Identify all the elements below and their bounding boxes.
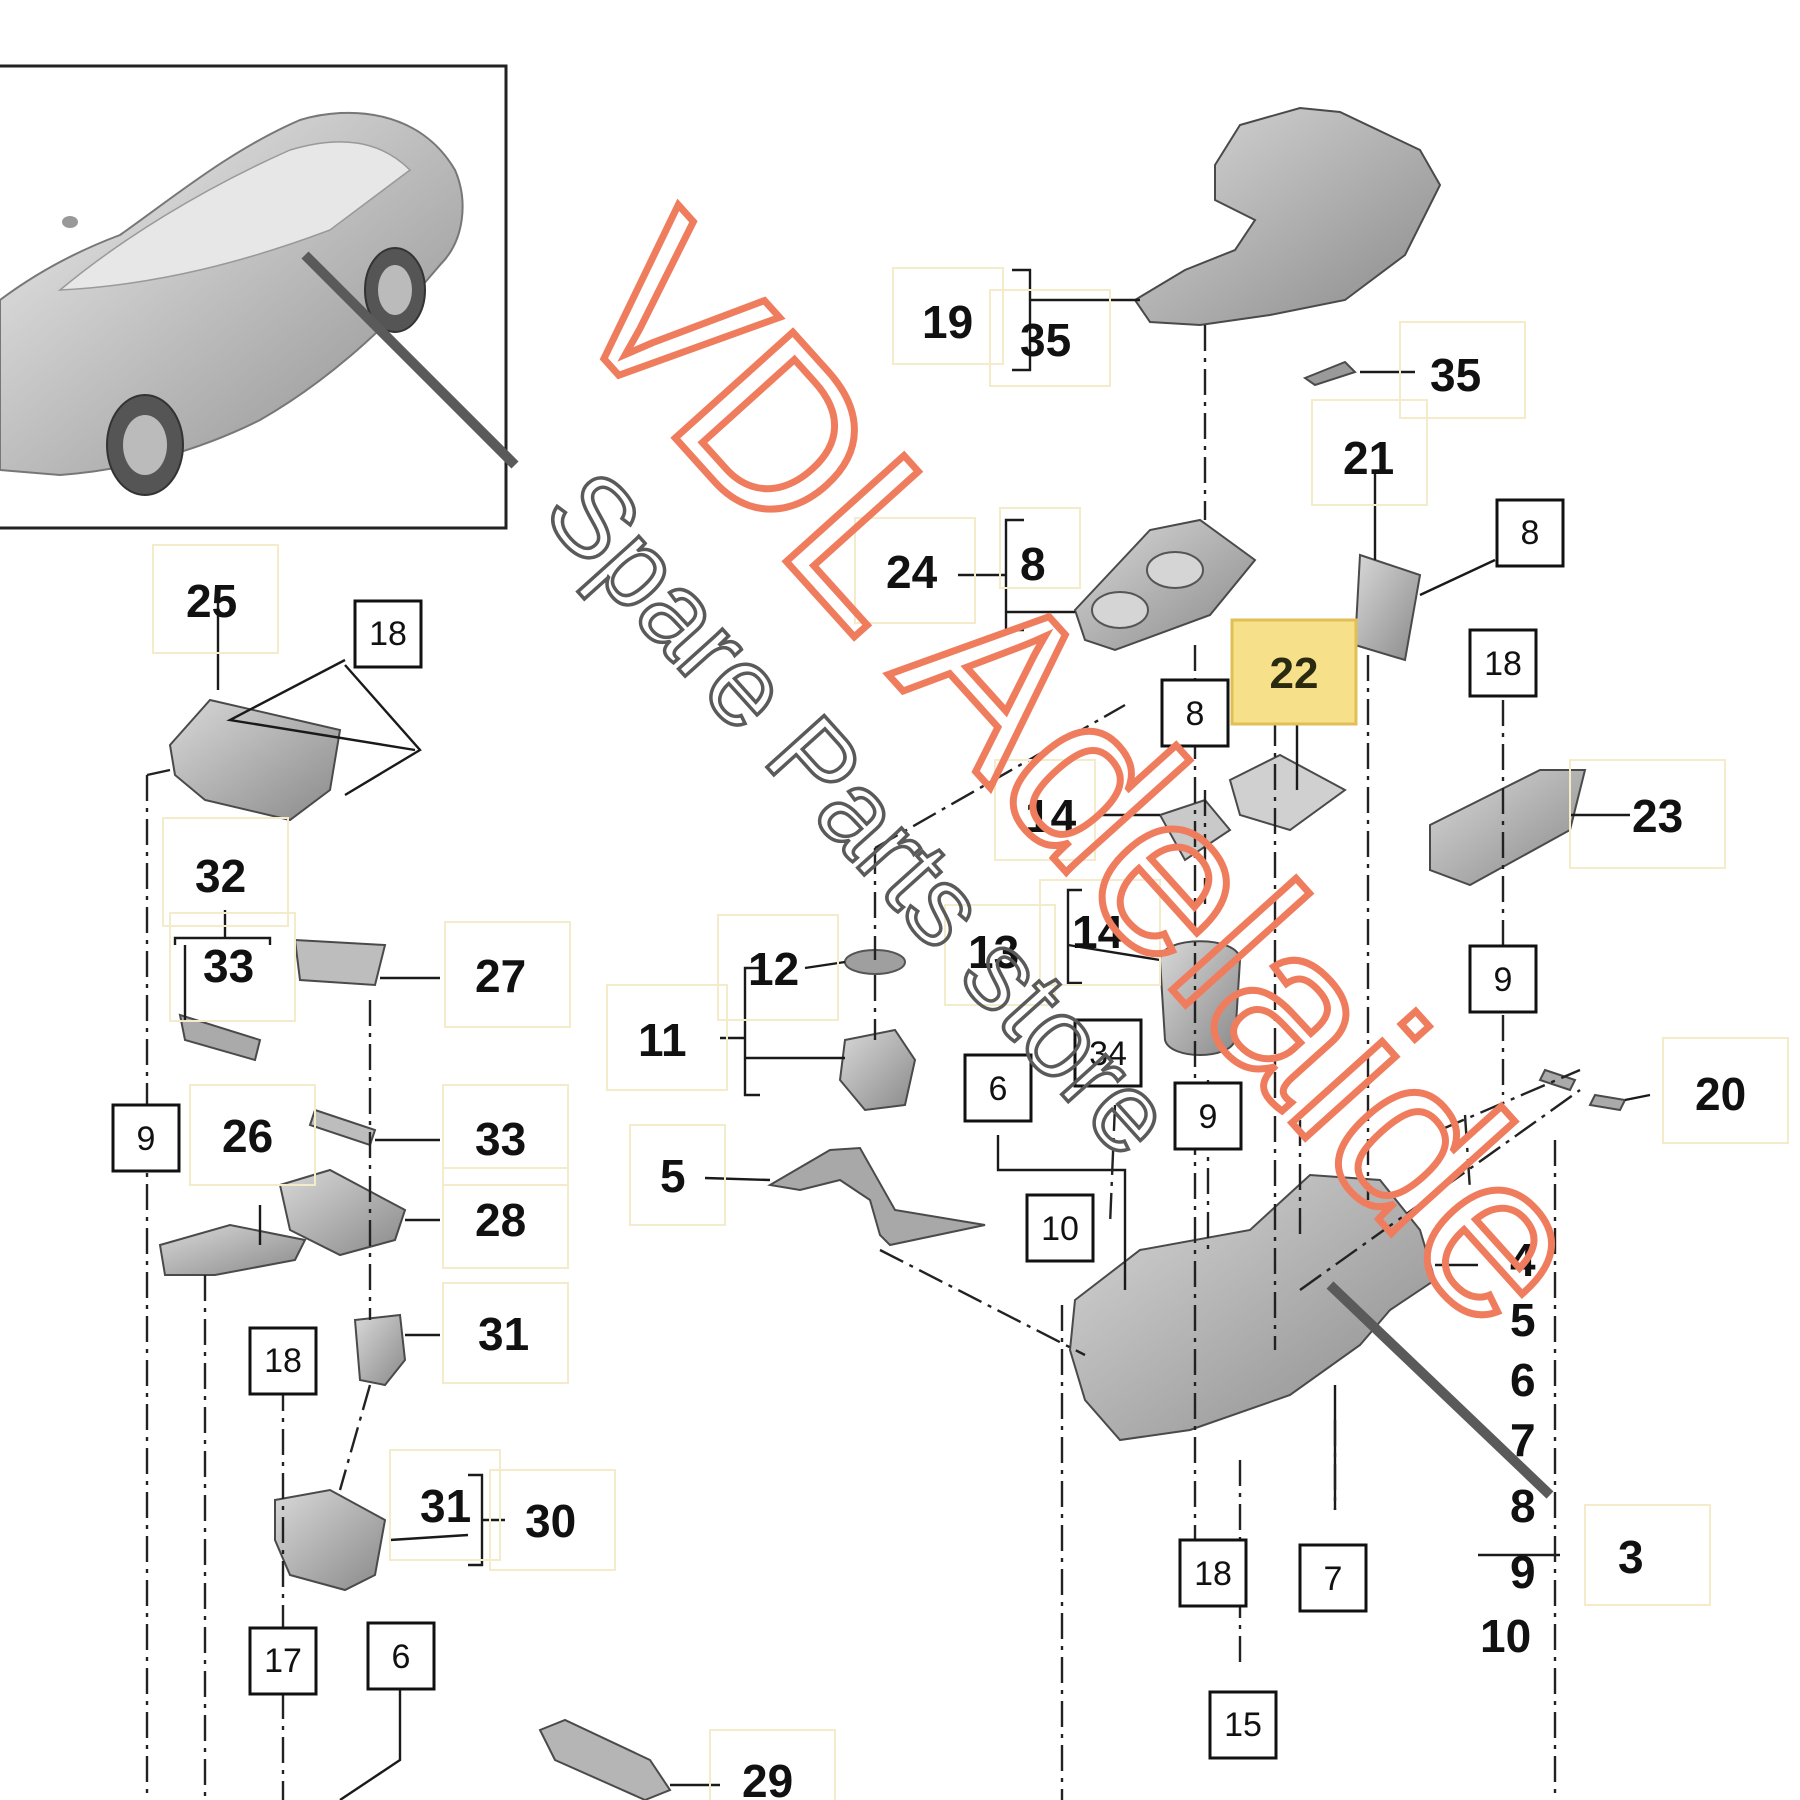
callout-18: 18 [264,1342,302,1380]
callout-35: 35 [1430,349,1481,401]
part-trim-5 [767,1146,986,1247]
part-cover-22 [1228,753,1347,832]
callout-9: 9 [1199,1098,1218,1136]
callout-31: 31 [420,1480,471,1532]
callout-22: 22 [1270,649,1319,698]
callout-18: 18 [1484,645,1522,683]
callout-9: 9 [1494,961,1513,999]
boxed-callout-8 [1160,678,1230,748]
boxed-callout-6 [963,1053,1033,1123]
callout-8: 8 [1521,514,1540,552]
callout-5: 5 [660,1150,686,1202]
callout-14: 14 [1025,790,1077,842]
callout-6: 6 [1510,1354,1536,1406]
boxed-callout-10 [1025,1193,1095,1263]
part-socket-31 [353,1313,407,1387]
part-switch-26 [158,1223,307,1276]
boxed-callout-18 [1178,1538,1248,1608]
callout-34: 34 [1089,1035,1127,1073]
boxed-callout-6 [366,1621,436,1691]
car-illustration [0,111,464,496]
part-strip-33a [178,1013,262,1062]
part-housing-30 [274,1488,387,1592]
callout-6: 6 [989,1070,1008,1108]
callout-4: 4 [1510,1234,1536,1286]
boxed-callout-18 [248,1326,318,1396]
callout-15: 15 [1224,1706,1262,1744]
part-module-25 [168,698,342,822]
callout-24: 24 [886,546,938,598]
boxed-callout-9 [1173,1081,1243,1151]
callout-33: 33 [203,940,254,992]
part-trim-29 [538,1718,672,1800]
callout-8: 8 [1510,1480,1536,1532]
boxed-callout-17 [248,1626,318,1696]
callout-7: 7 [1324,1560,1343,1598]
callout-8: 8 [1186,695,1205,733]
callout-10: 10 [1480,1610,1531,1662]
watermark-stroke [301,251,519,469]
part-vent-23 [1429,769,1587,887]
part-switch-panel-21 [1353,553,1422,662]
callout-5: 5 [1510,1294,1536,1346]
callout-25: 25 [186,575,237,627]
callout-32: 32 [195,850,246,902]
callout-33: 33 [475,1113,526,1165]
part-strip-33b [308,1108,377,1147]
boxed-callout-15 [1208,1690,1278,1760]
callout-11: 11 [638,1014,687,1066]
callout-29: 29 [742,1755,793,1800]
part-switch-28 [278,1168,407,1257]
dashed-assembly-lines [145,325,1581,1800]
leader-lines [173,268,1651,1800]
callout-3: 3 [1618,1531,1644,1583]
part-panel-27 [293,938,387,987]
callout-20: 20 [1695,1068,1746,1120]
boxed-callout-9 [1468,944,1538,1014]
part-cup-insert-13 [1158,940,1242,1056]
callouts: 19 35 35 21 8 24 8 22 8 18 25 18 14 23 3… [111,296,1746,1800]
callout-14: 14 [1072,906,1124,958]
callout-31: 31 [478,1308,529,1360]
boxed-callout-18 [353,599,423,669]
part-holder-11 [838,1028,917,1112]
callout-17: 17 [264,1642,302,1680]
callout-12: 12 [748,943,799,995]
callout-10: 10 [1041,1210,1079,1248]
boxed-callout-7 [1298,1543,1368,1613]
callout-9: 9 [137,1120,156,1158]
part-clip-35 [1302,360,1357,387]
callout-18: 18 [369,615,407,653]
vehicle-inset [0,64,508,530]
watermark-stroke [1326,1281,1554,1499]
callout-8: 8 [1020,538,1046,590]
boxed-callout-8 [1495,498,1565,568]
part-console-body [1068,1173,1437,1442]
callout-13: 13 [968,926,1019,978]
callout-18: 18 [1194,1555,1232,1593]
callout-6: 6 [392,1638,411,1676]
callout-21: 21 [1343,432,1394,484]
callout-30: 30 [525,1495,576,1547]
callout-28: 28 [475,1194,526,1246]
callout-26: 26 [222,1110,273,1162]
highlighted-callout-22 [1230,618,1358,726]
callout-19: 19 [922,296,973,348]
callout-23: 23 [1632,790,1683,842]
boxed-callout-18 [1468,628,1538,698]
part-armrest-lid [1133,106,1442,327]
boxed-callout-9 [111,1103,181,1173]
callout-27: 27 [475,950,526,1002]
boxed-callout-34 [1073,1018,1143,1088]
callout-35: 35 [1020,314,1071,366]
label-grid-boxes [152,267,1789,1800]
callout-9: 9 [1510,1546,1536,1598]
